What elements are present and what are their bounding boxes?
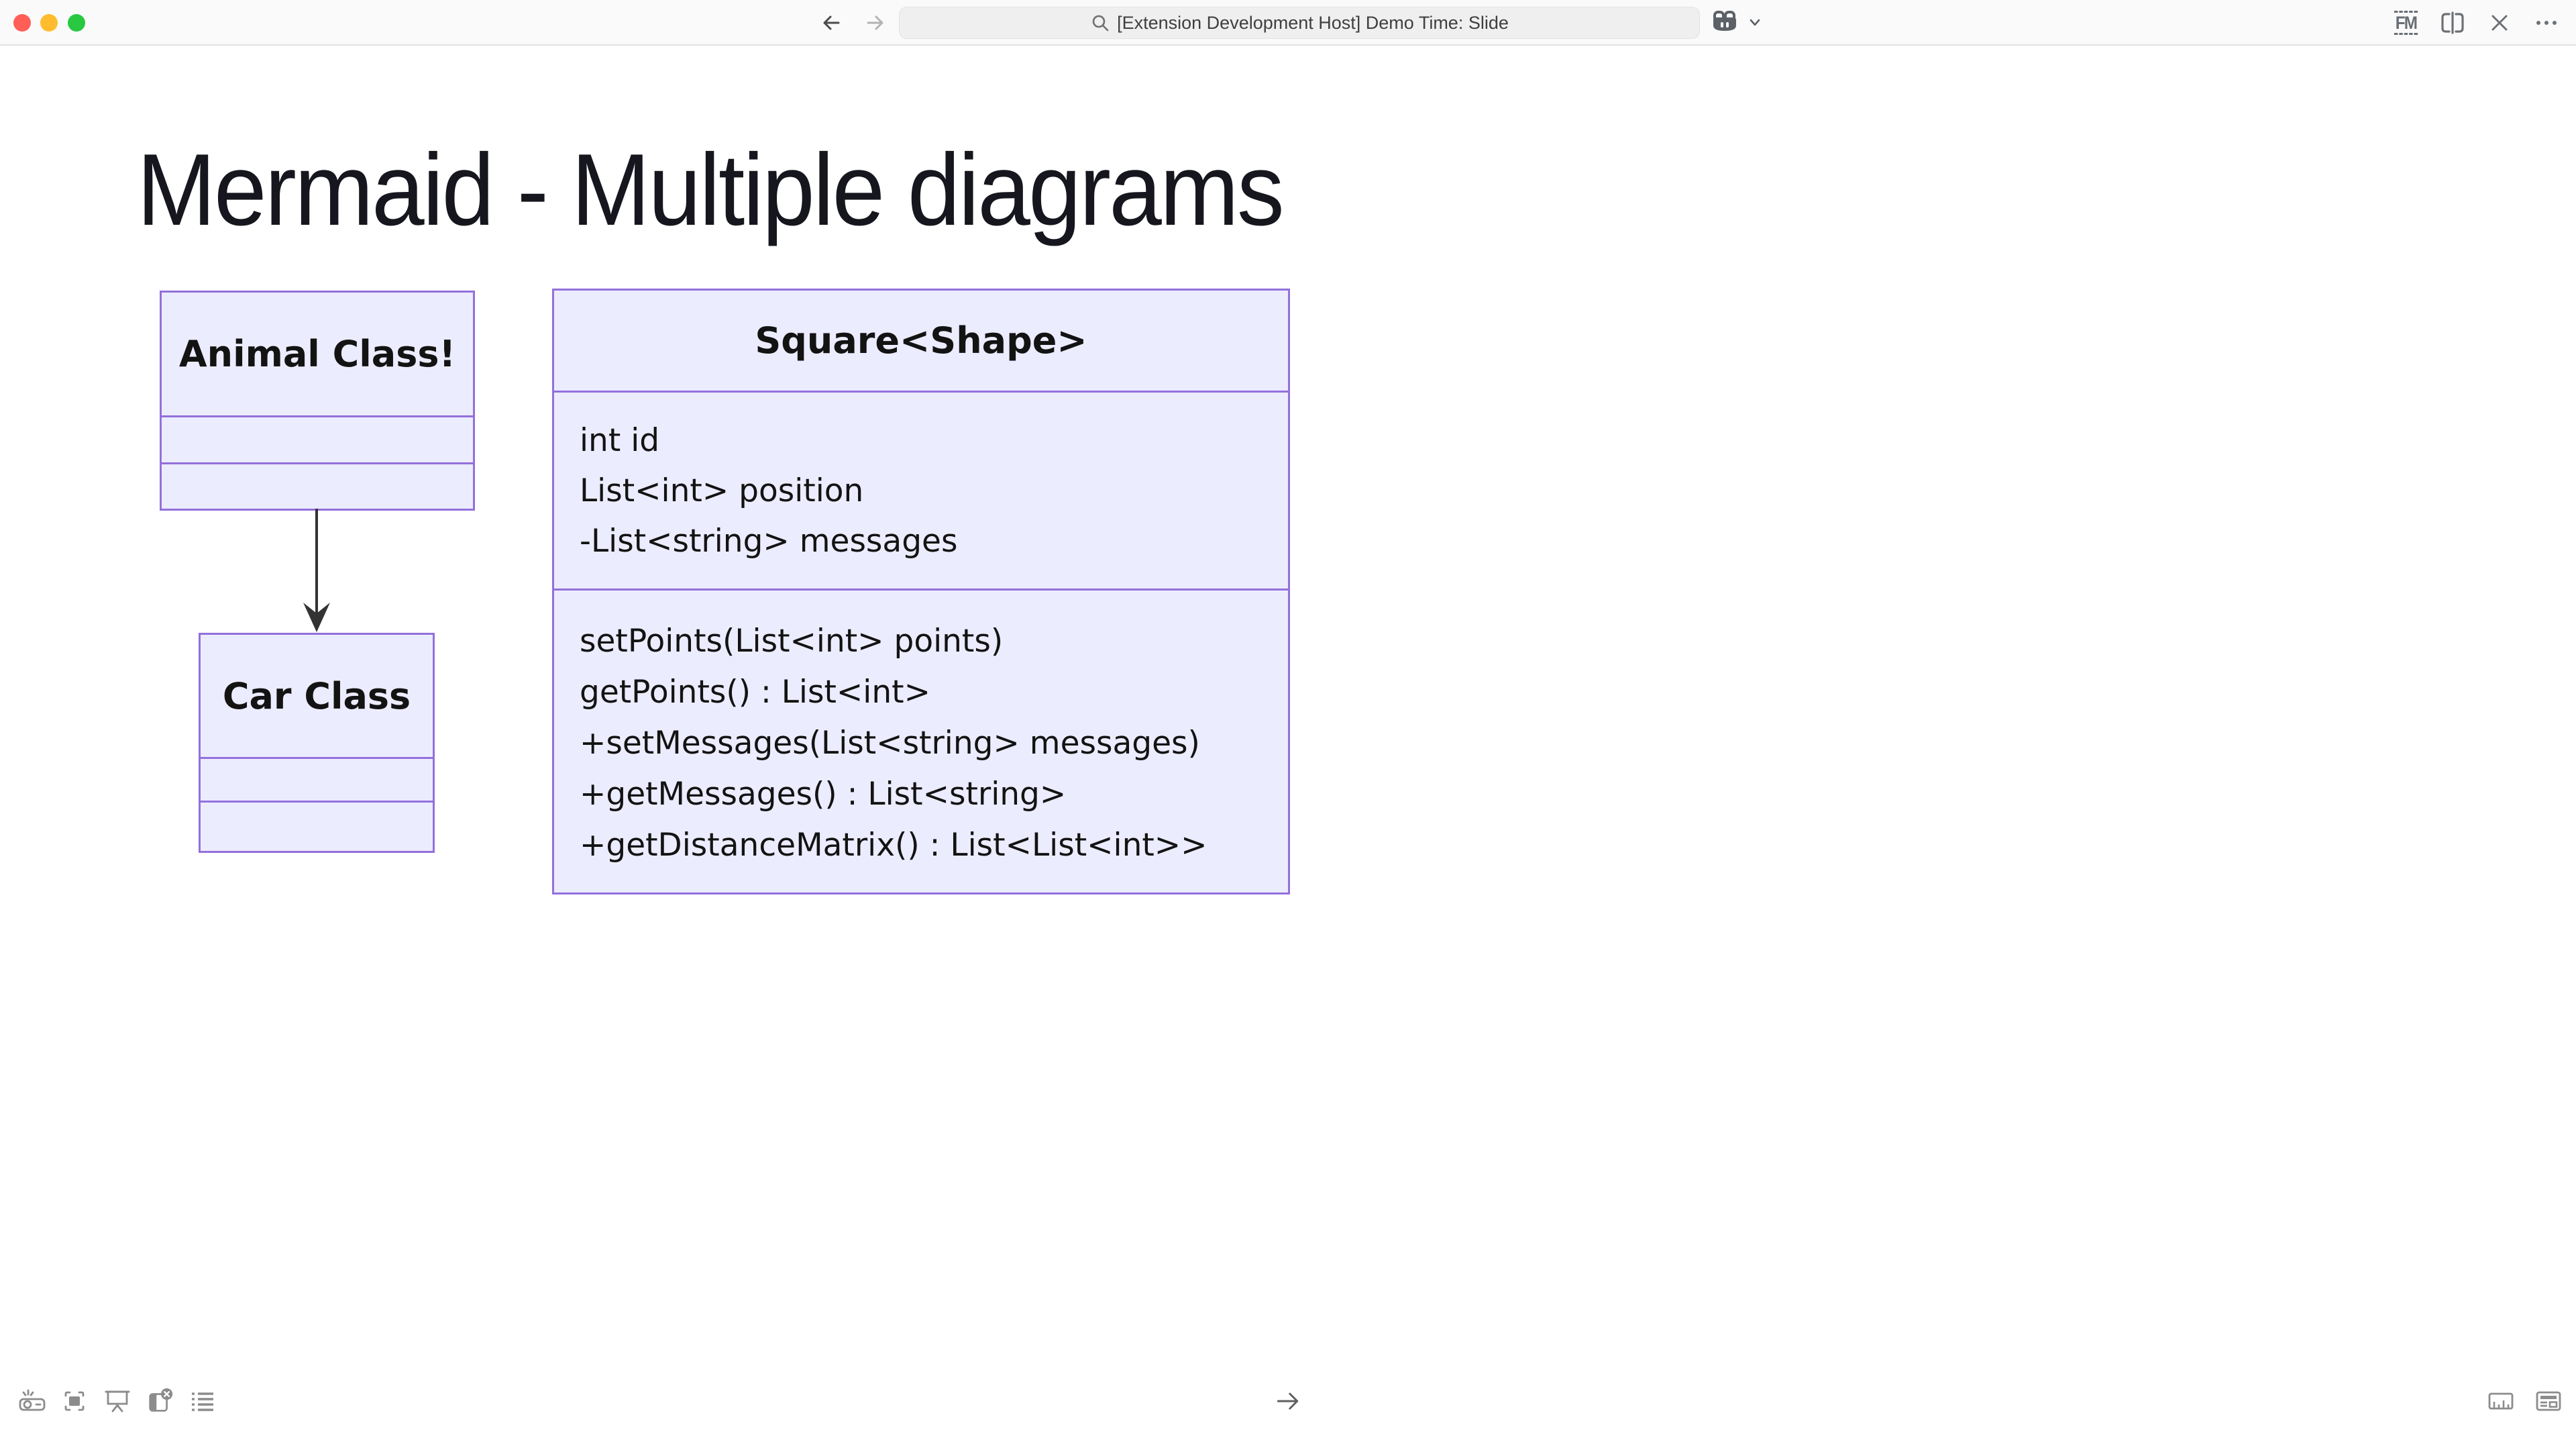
slide-title: Mermaid - Multiple diagrams <box>137 133 1285 247</box>
presentation-view-button[interactable] <box>103 1386 132 1416</box>
back-arrow-icon <box>823 15 840 30</box>
notes-layout-icon <box>2536 1391 2561 1411</box>
ruler-toggle-button[interactable] <box>2486 1386 2516 1416</box>
split-editor-icon <box>2441 11 2464 34</box>
class-title: Car Class <box>222 674 411 717</box>
method-line: +getMessages() : List<string> <box>580 776 1067 813</box>
close-panel-icon <box>149 1388 173 1412</box>
class-fields-empty <box>201 757 433 801</box>
chevron-down-icon <box>1750 19 1760 26</box>
split-editor-button[interactable] <box>2438 8 2467 38</box>
field-line: int id <box>580 422 660 459</box>
slide-list-button[interactable] <box>188 1386 217 1416</box>
class-node-animal: Animal Class! <box>160 291 475 511</box>
class-node-car: Car Class <box>199 633 435 853</box>
titlebar: [Extension Development Host] Demo Time: … <box>0 0 2576 46</box>
traffic-maximize-button[interactable] <box>68 14 85 32</box>
traffic-minimize-button[interactable] <box>40 14 58 32</box>
presenter-toolbar <box>0 1370 2576 1432</box>
back-button[interactable] <box>817 8 847 38</box>
traffic-close-button[interactable] <box>13 14 31 32</box>
next-slide-arrow-icon <box>1277 1392 1299 1410</box>
front-matter-button[interactable]: FM <box>2391 8 2420 38</box>
search-icon <box>1092 15 1109 32</box>
class-fields-empty <box>162 415 473 462</box>
close-window-button[interactable] <box>2485 8 2514 38</box>
presentation-screen-icon <box>105 1390 130 1413</box>
method-line: getPoints() : List<int> <box>580 674 930 711</box>
method-line: +setMessages(List<string> messages) <box>580 725 1200 762</box>
copilot-icon <box>1713 11 1736 31</box>
projector-icon <box>19 1389 46 1411</box>
class-methods-empty <box>162 462 473 509</box>
forward-arrow-icon <box>867 15 883 30</box>
zoom-to-fit-button[interactable] <box>60 1386 89 1416</box>
next-slide-button[interactable] <box>1273 1386 1303 1416</box>
command-center-search[interactable]: [Extension Development Host] Demo Time: … <box>899 7 1700 39</box>
titlebar-right-actions: FM <box>2391 0 2561 46</box>
class-title: Square<Shape> <box>755 319 1087 362</box>
class-title: Animal Class! <box>178 333 456 375</box>
projector-mode-button[interactable] <box>17 1386 47 1416</box>
more-ellipsis-icon <box>2536 21 2557 25</box>
forward-button[interactable] <box>860 8 890 38</box>
class-node-square: Square<Shape> int id List<int> position … <box>552 289 1290 894</box>
list-icon <box>192 1392 213 1411</box>
more-actions-button[interactable] <box>2532 8 2561 38</box>
zoom-to-fit-icon <box>64 1391 85 1411</box>
class-methods: setPoints(List<int> points) getPoints() … <box>554 589 1288 892</box>
class-methods-empty <box>201 801 433 851</box>
method-line: +getDistanceMatrix() : List<List<int>> <box>580 827 1208 864</box>
close-panel-button[interactable] <box>146 1386 175 1416</box>
ruler-icon <box>2488 1392 2514 1410</box>
relation-arrow <box>303 509 330 632</box>
front-matter-icon: FM <box>2394 10 2418 36</box>
class-fields: int id List<int> position -List<string> … <box>554 391 1288 589</box>
field-line: -List<string> messages <box>580 523 958 560</box>
copilot-menu-button[interactable] <box>1709 8 1763 36</box>
close-icon <box>2491 15 2508 31</box>
notes-layout-button[interactable] <box>2534 1386 2563 1416</box>
field-line: List<int> position <box>580 472 864 509</box>
window-title: [Extension Development Host] Demo Time: … <box>1117 12 1509 33</box>
method-line: setPoints(List<int> points) <box>580 623 1004 660</box>
